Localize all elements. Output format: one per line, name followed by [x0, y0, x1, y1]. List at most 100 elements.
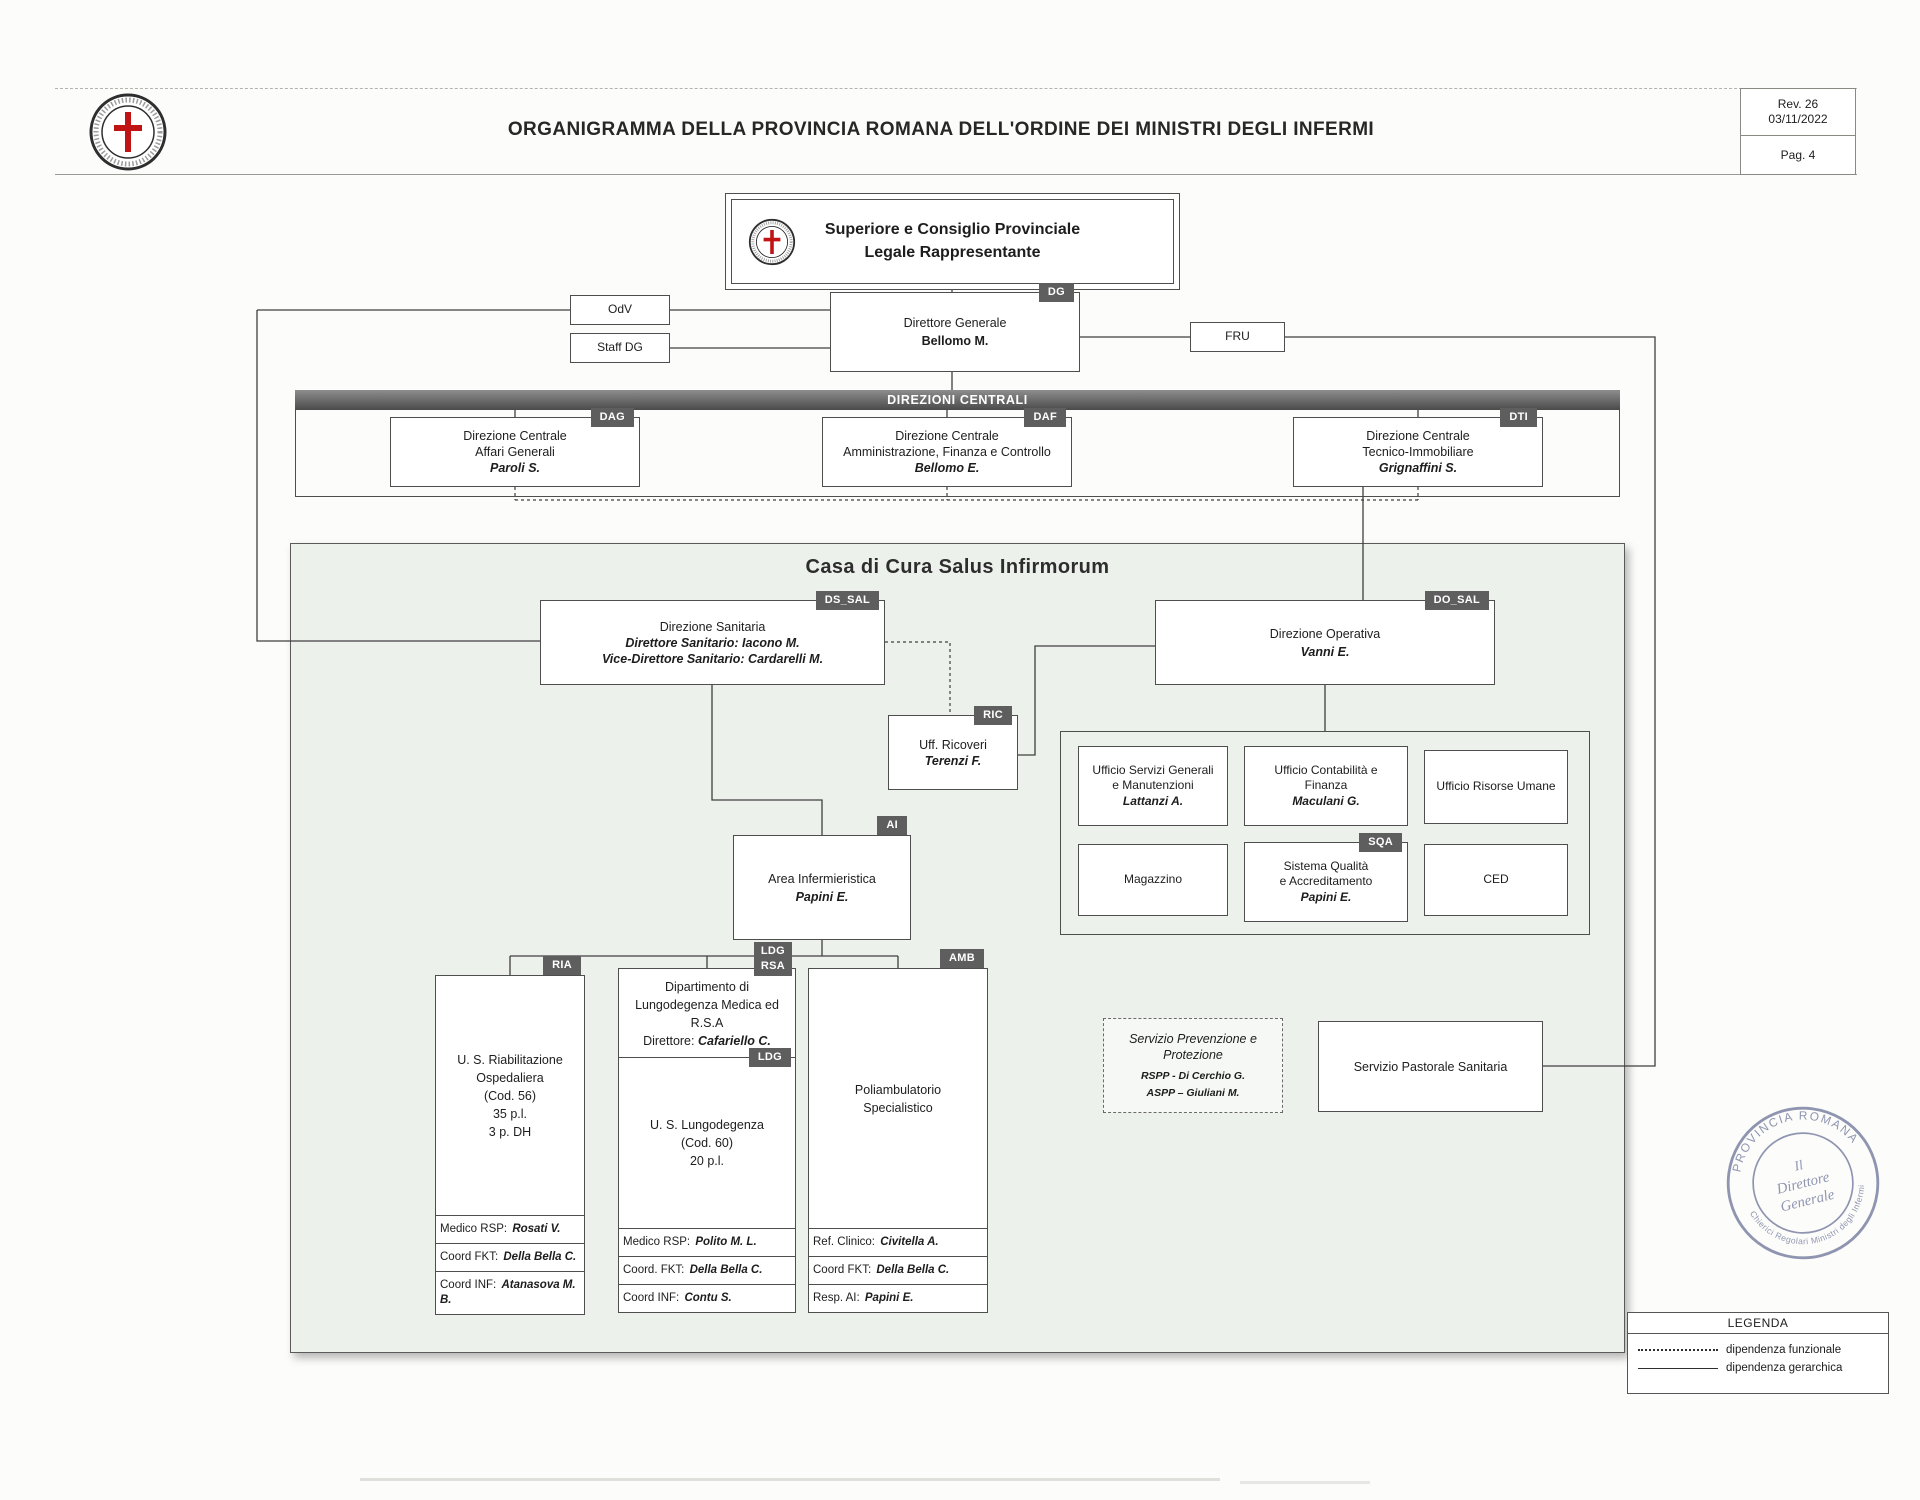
ldg-unit-line1: U. S. Lungodegenza — [650, 1118, 764, 1133]
row-value: Contu S. — [684, 1292, 732, 1305]
ldg-title-line1: Dipartimento di — [664, 980, 750, 994]
ric-name: Terenzi F. — [924, 753, 982, 768]
legend-title: LEGENDA — [1627, 1312, 1889, 1334]
ldg-title-line2: Lungodegenza Medica ed — [635, 998, 779, 1012]
row-value: Della Bella C. — [689, 1264, 763, 1277]
ria-row-medico: Medico RSP: Rosati V. — [436, 1215, 584, 1244]
direzione-tecnico-immobiliare-box: DTI Direzione Centrale Tecnico-Immobilia… — [1293, 408, 1543, 487]
amb-staff-rows: Ref. Clinico: Civitella A. Coord FKT: De… — [809, 1228, 987, 1312]
ufficio-servizi-generali-box: Ufficio Servizi Generali e Manutenzioni … — [1078, 746, 1228, 826]
director-label: Direttore: — [643, 1034, 695, 1048]
staff-dg-label: Staff DG — [597, 340, 643, 355]
direzione-sanitaria-box: DS_SAL Direzione Sanitaria Direttore San… — [540, 591, 885, 685]
legend-functional-label: dipendenza funzionale — [1726, 1344, 1842, 1356]
servizi-line1: Ufficio Servizi Generali — [1092, 762, 1214, 777]
servizio-pastorale-box: Servizio Pastorale Sanitaria — [1318, 1021, 1543, 1112]
ufficio-risorse-umane-box: Ufficio Risorse Umane — [1424, 750, 1568, 824]
ric-title: Uff. Ricoveri — [919, 737, 987, 752]
row-label: Resp. AI: — [813, 1292, 860, 1305]
fru-box: FRU — [1190, 322, 1285, 352]
ria-row-coord-inf: Coord INF: Atanasova M. B. — [436, 1271, 584, 1314]
direzione-affari-generali-box: DAG Direzione Centrale Affari Generali P… — [390, 408, 640, 487]
superiore-line1: Superiore e Consiglio Provinciale — [824, 220, 1081, 238]
dti-line2: Tecnico-Immobiliare — [1362, 445, 1474, 459]
page-number-cell: Pag. 4 — [1741, 134, 1855, 174]
ai-title: Area Infermieristica — [768, 871, 876, 886]
row-label: Coord FKT: — [440, 1251, 499, 1264]
scan-artifact — [360, 1478, 1220, 1481]
amb-title-block: Poliambulatorio Specialistico — [809, 969, 987, 1228]
rsa-code: RSA — [760, 959, 785, 972]
ria-staff-rows: Medico RSP: Rosati V. Coord FKT: Della B… — [436, 1215, 584, 1314]
amb-row-ref-clinico: Ref. Clinico: Civitella A. — [809, 1228, 987, 1257]
director-value: Cafariello C. — [697, 1034, 771, 1048]
ria-title-line4: 35 p.l. — [492, 1106, 528, 1121]
superiore-inner-frame: Superiore e Consiglio Provinciale Legale… — [731, 199, 1174, 284]
ria-title-line5: 3 p. DH — [488, 1124, 532, 1139]
ds-sal-code-badge: DS_SAL — [815, 591, 879, 610]
row-label: Coord FKT: — [813, 1264, 872, 1277]
red-cross-icon — [763, 229, 781, 254]
amb-row-resp-ai: Resp. AI: Papini E. — [809, 1284, 987, 1312]
fru-label: FRU — [1225, 329, 1250, 344]
seal-ring-text-texture — [93, 97, 163, 167]
area-infermieristica-box: AI Area Infermieristica Papini E. — [733, 816, 911, 940]
ldg-unit-line2: (Cod. 60) — [680, 1136, 734, 1151]
amb-row-coord-fkt: Coord FKT: Della Bella C. — [809, 1256, 987, 1285]
director-stamp: PROVINCIA ROMANA Chierici Regolari Minis… — [1700, 1080, 1906, 1286]
ria-title-line3: (Cod. 56) — [483, 1088, 537, 1103]
dg-title: Direttore Generale — [903, 316, 1007, 330]
sqa-line1: Sistema Qualità — [1283, 858, 1369, 873]
row-value: Della Bella C. — [503, 1251, 577, 1264]
row-label: Medico RSP: — [440, 1223, 508, 1236]
revision-date: 03/11/2022 — [1768, 112, 1828, 127]
row-label: Coord INF: — [623, 1292, 680, 1305]
ced-label: CED — [1483, 872, 1509, 887]
legend-functional-row: dipendenza funzionale — [1628, 1341, 1888, 1359]
direzioni-centrali-band: DIREZIONI CENTRALI — [295, 390, 1620, 410]
amb-code-badge: AMB — [940, 949, 984, 968]
prevenzione-line1: Servizio Prevenzione e — [1129, 1031, 1257, 1046]
order-seal-logo — [89, 93, 167, 171]
order-seal-icon — [748, 218, 796, 265]
pastorale-label: Servizio Pastorale Sanitaria — [1353, 1059, 1508, 1074]
legend-box: LEGENDA dipendenza funzionale dipendenza… — [1627, 1312, 1889, 1394]
odv-label: OdV — [607, 302, 632, 317]
do-sal-name: Vanni E. — [1300, 644, 1350, 659]
lungodegenza-unit-section: LDG U. S. Lungodegenza (Cod. 60) 20 p.l. — [619, 1048, 795, 1228]
ldg-rsa-code-badge: LDG RSA — [753, 942, 792, 976]
revision-info-box: Rev. 26 03/11/2022 Pag. 4 — [1740, 88, 1856, 175]
revision-number: Rev. 26 — [1777, 97, 1819, 112]
sqa-code-badge: SQA — [1359, 833, 1402, 852]
risorse-umane-label: Ufficio Risorse Umane — [1436, 779, 1556, 794]
amb-title-line2: Specialistico — [863, 1100, 933, 1115]
daf-line1: Direzione Centrale — [895, 429, 999, 443]
magazzino-box: Magazzino — [1078, 844, 1228, 916]
sistema-qualita-box: SQA Sistema Qualità e Accreditamento Pap… — [1244, 833, 1408, 922]
sqa-name: Papini E. — [1300, 889, 1352, 904]
direttore-generale-box: DG Direttore Generale Bellomo M. — [830, 283, 1080, 372]
dotted-line-sample — [1638, 1349, 1718, 1351]
dti-line1: Direzione Centrale — [1366, 429, 1470, 443]
dag-name: Paroli S. — [489, 461, 541, 475]
document-title: ORGANIGRAMMA DELLA PROVINCIA ROMANA DELL… — [507, 119, 1375, 140]
red-cross-icon — [114, 112, 142, 152]
row-value: Civitella A. — [880, 1236, 939, 1249]
ldg-unit-line3: 20 p.l. — [689, 1154, 725, 1169]
lungodegenza-rsa-box: LDG RSA Dipartimento di Lungodegenza Med… — [618, 942, 796, 1313]
solid-line-sample — [1638, 1367, 1718, 1369]
staff-dg-box: Staff DG — [570, 333, 670, 363]
prevenzione-rspp: RSPP - Di Cerchio G. — [1140, 1069, 1246, 1082]
header-band: ORGANIGRAMMA DELLA PROVINCIA ROMANA DELL… — [55, 88, 1857, 175]
direzioni-centrali-label: DIREZIONI CENTRALI — [887, 393, 1028, 407]
dag-line1: Direzione Centrale — [463, 429, 567, 443]
odv-box: OdV — [570, 295, 670, 325]
casa-di-cura-title: Casa di Cura Salus Infirmorum — [805, 556, 1110, 578]
superiore-consiglio-box: Superiore e Consiglio Provinciale Legale… — [725, 193, 1180, 290]
ldg-staff-rows: Medico RSP: Polito M. L. Coord. FKT: Del… — [619, 1228, 795, 1312]
magazzino-label: Magazzino — [1123, 872, 1183, 887]
ldg-header-block: Dipartimento di Lungodegenza Medica ed R… — [619, 969, 795, 1057]
servizi-line2: e Manutenzioni — [1112, 778, 1194, 793]
ai-code-badge: AI — [877, 816, 907, 835]
ldg-row-medico: Medico RSP: Polito M. L. — [619, 1228, 795, 1257]
